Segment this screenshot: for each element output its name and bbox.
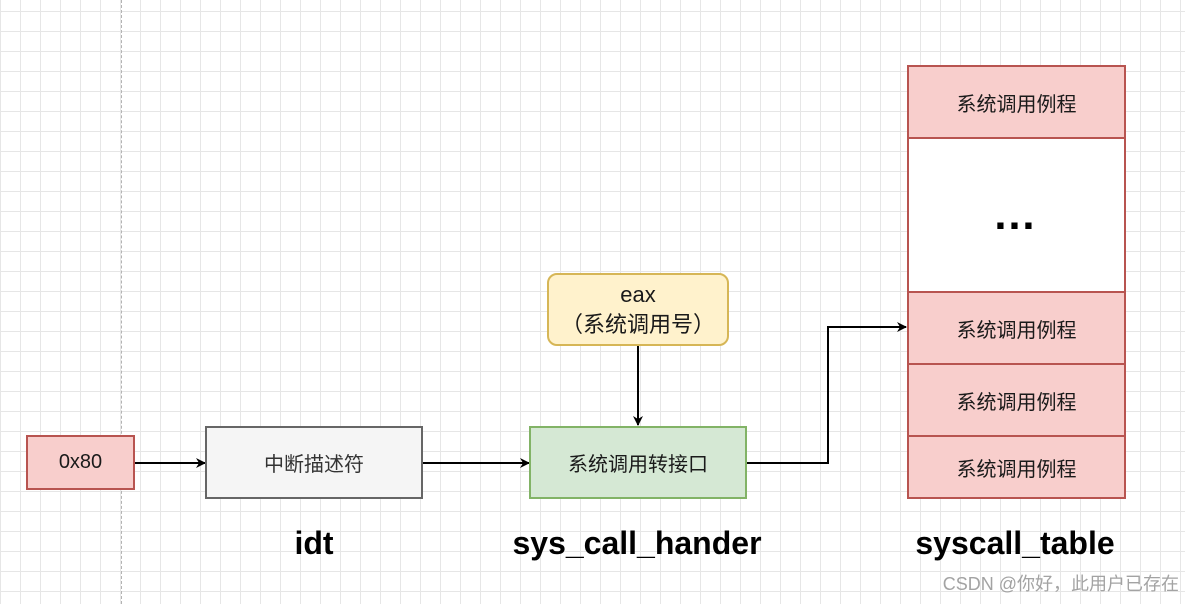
syscall-routine-text: 系统调用例程 — [956, 319, 1077, 342]
idt-label: idt — [294, 525, 334, 561]
syscall-number-text: （系统调用号） — [560, 311, 715, 337]
syscall-routine-cell: 系统调用例程 — [909, 67, 1124, 137]
syscall-routine-text: 系统调用例程 — [956, 391, 1077, 414]
syscall-routine-text: 系统调用例程 — [956, 93, 1077, 116]
ellipsis-text: … — [992, 190, 1041, 239]
ellipsis-cell: … — [909, 139, 1124, 291]
table-divider — [909, 435, 1124, 437]
syscall-routine-cell: 系统调用例程 — [909, 293, 1124, 363]
csdn-watermark: CSDN @你好，此用户已存在 — [942, 574, 1179, 594]
eax-register-node: eax （系统调用号） — [547, 273, 729, 346]
syscall-handler-node: 系统调用转接口 — [529, 426, 747, 499]
interrupt-vector-node: 0x80 — [26, 435, 135, 490]
syscall-handler-text: 系统调用转接口 — [568, 454, 708, 476]
arrow-handler-to-table — [747, 322, 907, 464]
eax-text: eax — [620, 281, 656, 307]
dashed-divider — [121, 0, 122, 604]
syscall-routine-text: 系统调用例程 — [956, 458, 1077, 481]
syscall-routine-cell: 系统调用例程 — [909, 437, 1124, 497]
syscall-table: 系统调用例程 … 系统调用例程 系统调用例程 系统调用例程 — [907, 65, 1126, 499]
table-divider — [909, 291, 1124, 293]
syscall-table-label: syscall_table — [915, 525, 1115, 561]
syscall-routine-cell: 系统调用例程 — [909, 365, 1124, 435]
interrupt-vector-text: 0x80 — [58, 451, 103, 473]
table-divider — [909, 137, 1124, 139]
interrupt-descriptor-text: 中断描述符 — [264, 454, 364, 476]
table-divider — [909, 363, 1124, 365]
interrupt-descriptor-node: 中断描述符 — [205, 426, 423, 499]
sys-call-hander-label: sys_call_hander — [512, 525, 762, 561]
